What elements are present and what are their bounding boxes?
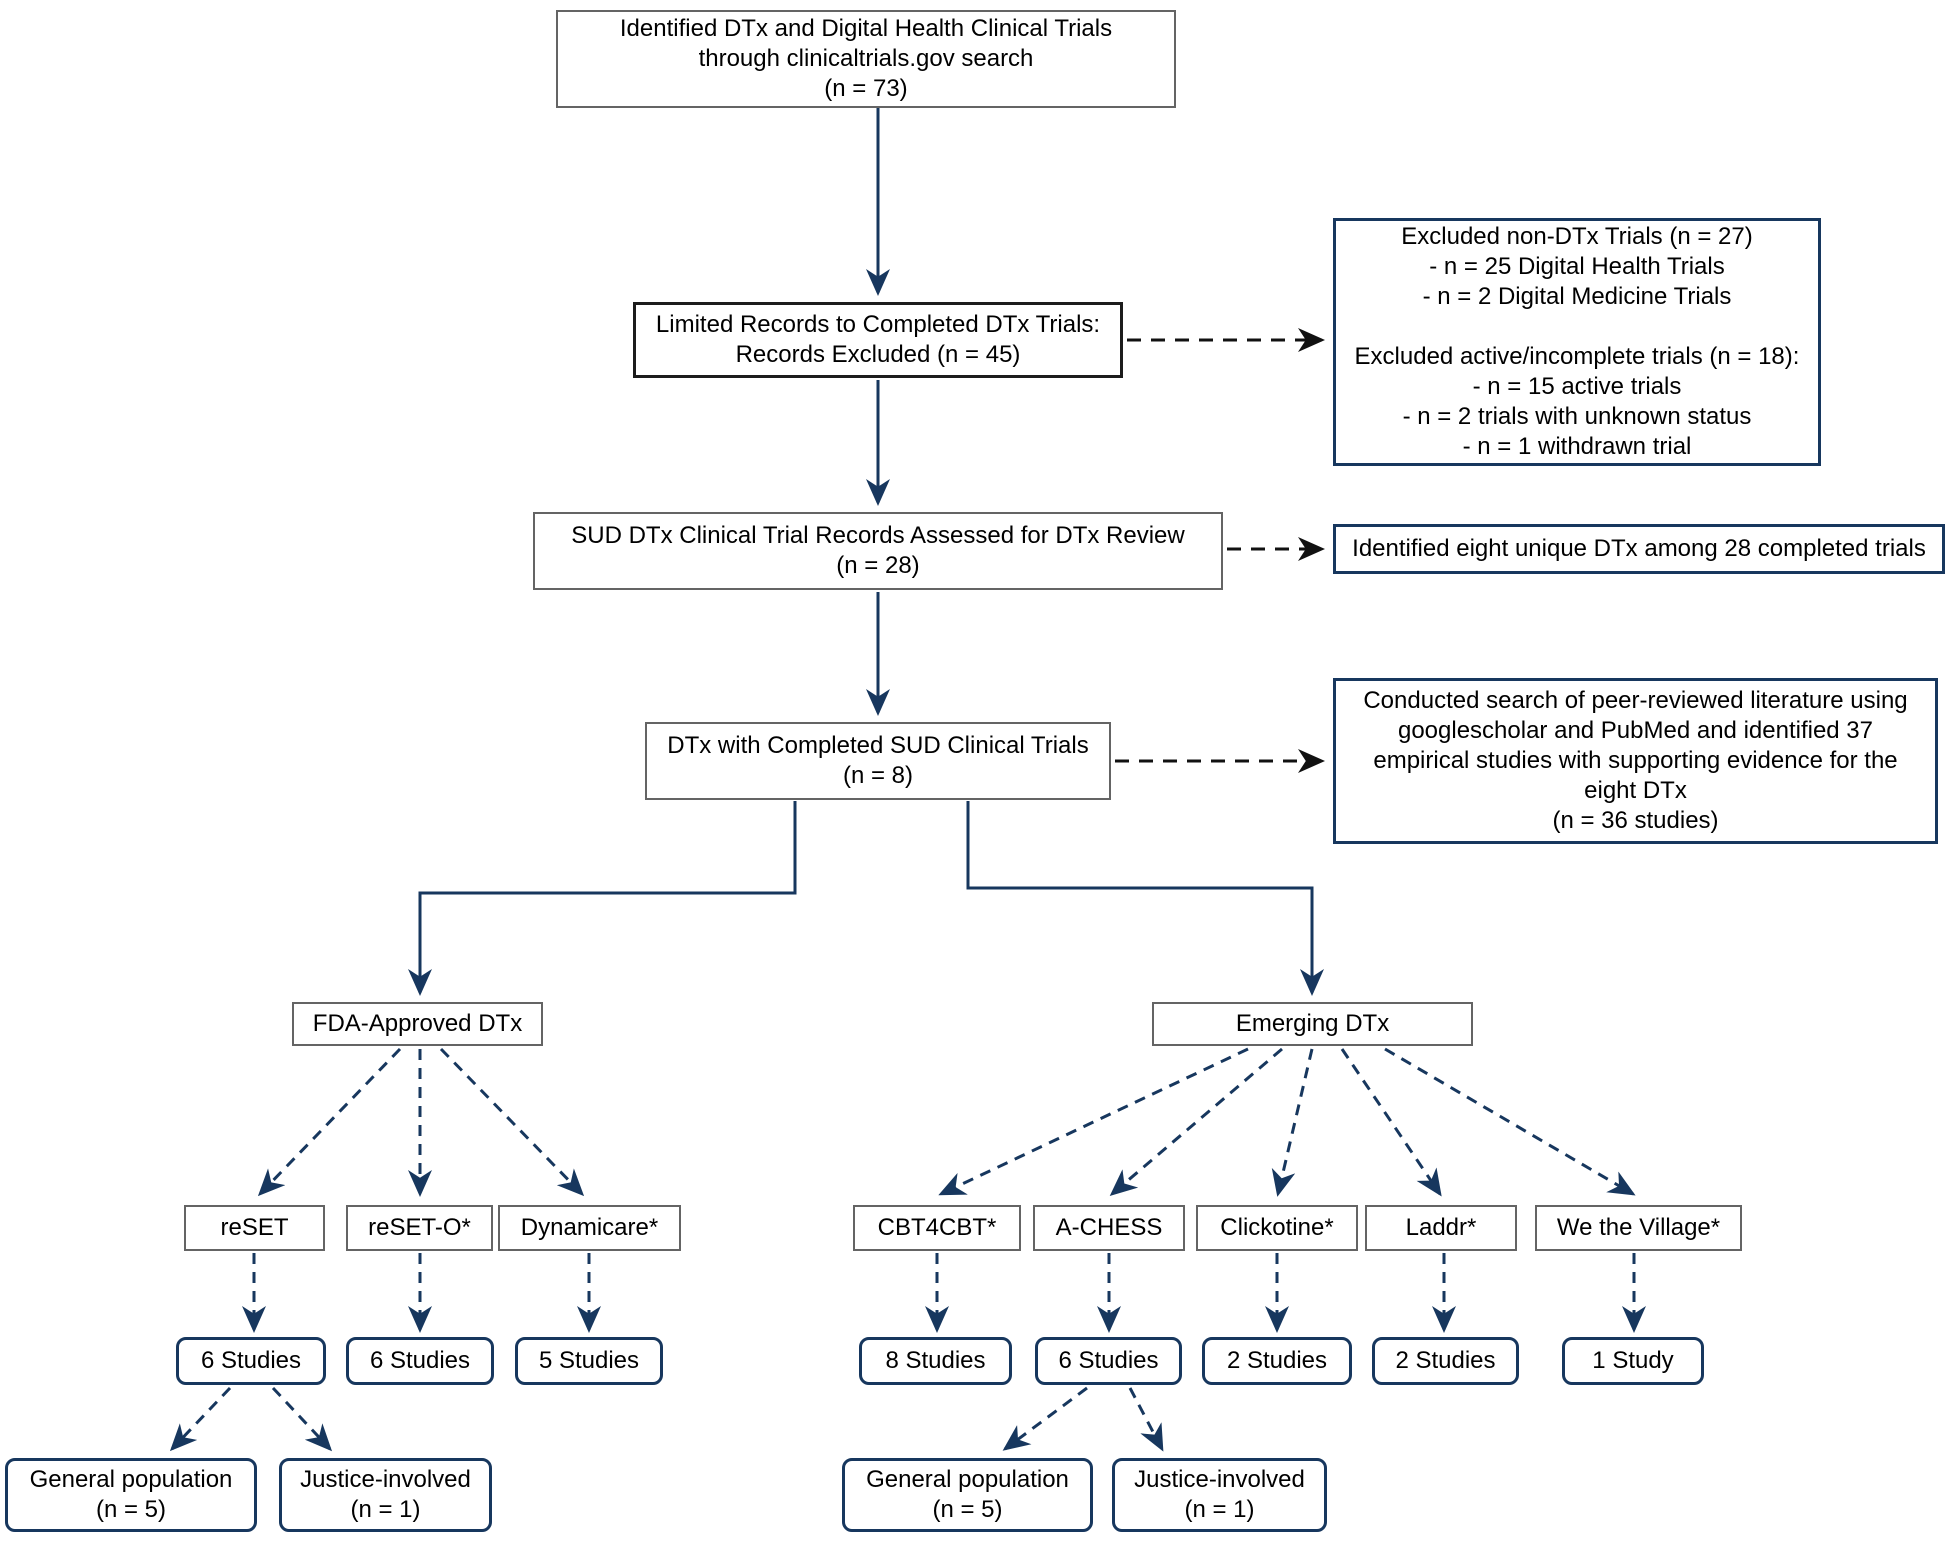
arrow-emerging-studies-to-general bbox=[1002, 1386, 1088, 1451]
studies-laddr: 2 Studies bbox=[1372, 1337, 1519, 1385]
product-reset-o: reSET-O* bbox=[346, 1205, 493, 1251]
studies-achess: 6 Studies bbox=[1035, 1337, 1182, 1385]
arrow-completed-to-fda bbox=[408, 801, 797, 996]
flow-step-identified: Identified DTx and Digital Health Clinic… bbox=[556, 10, 1176, 108]
flow-step-limited: Limited Records to Completed DTx Trials:… bbox=[633, 302, 1123, 378]
population-fda-general: General population (n = 5) bbox=[5, 1458, 257, 1532]
product-cbt4cbt: CBT4CBT* bbox=[853, 1205, 1021, 1251]
product-clickotine: Clickotine* bbox=[1196, 1205, 1358, 1251]
note-excluded: Excluded non-DTx Trials (n = 27) - n = 2… bbox=[1333, 218, 1821, 466]
arrow-fda-studies-to-general bbox=[169, 1386, 232, 1452]
category-emerging: Emerging DTx bbox=[1152, 1002, 1473, 1046]
arrow-completed-to-emerging bbox=[966, 801, 1324, 996]
arrow-emerging-studies-to-justice bbox=[1128, 1387, 1164, 1452]
studies-wethevillage: 1 Study bbox=[1562, 1337, 1704, 1385]
arrow-fda-to-reset bbox=[257, 1047, 402, 1197]
arrow-fda-studies-to-justice bbox=[271, 1386, 333, 1452]
flow-step-completed: DTx with Completed SUD Clinical Trials (… bbox=[645, 722, 1111, 800]
product-achess: A-CHESS bbox=[1033, 1205, 1185, 1251]
product-reset: reSET bbox=[184, 1205, 325, 1251]
arrow-emerging-to-achess bbox=[1109, 1047, 1283, 1196]
arrow-emerging-to-clickotine bbox=[1271, 1048, 1314, 1197]
note-literature-search: Conducted search of peer-reviewed litera… bbox=[1333, 678, 1938, 844]
population-emerging-general: General population (n = 5) bbox=[842, 1458, 1093, 1532]
arrow-emerging-to-cbt4cbt bbox=[938, 1047, 1249, 1196]
studies-clickotine: 2 Studies bbox=[1202, 1337, 1352, 1385]
note-unique-dtx: Identified eight unique DTx among 28 com… bbox=[1333, 524, 1945, 574]
studies-reset-o: 6 Studies bbox=[346, 1337, 494, 1385]
population-fda-justice: Justice-involved (n = 1) bbox=[279, 1458, 492, 1532]
arrow-fda-to-dynamicare bbox=[439, 1047, 585, 1197]
studies-cbt4cbt: 8 Studies bbox=[859, 1337, 1012, 1385]
arrow-emerging-to-laddr bbox=[1340, 1048, 1442, 1197]
product-laddr: Laddr* bbox=[1365, 1205, 1517, 1251]
flow-step-assessed: SUD DTx Clinical Trial Records Assessed … bbox=[533, 512, 1223, 590]
product-wethevillage: We the Village* bbox=[1535, 1205, 1742, 1251]
category-fda-approved: FDA-Approved DTx bbox=[292, 1002, 543, 1046]
product-dynamicare: Dynamicare* bbox=[498, 1205, 681, 1251]
studies-dynamicare: 5 Studies bbox=[515, 1337, 663, 1385]
arrow-emerging-to-wethevillage bbox=[1384, 1047, 1636, 1196]
population-emerging-justice: Justice-involved (n = 1) bbox=[1112, 1458, 1327, 1532]
studies-reset: 6 Studies bbox=[176, 1337, 326, 1385]
